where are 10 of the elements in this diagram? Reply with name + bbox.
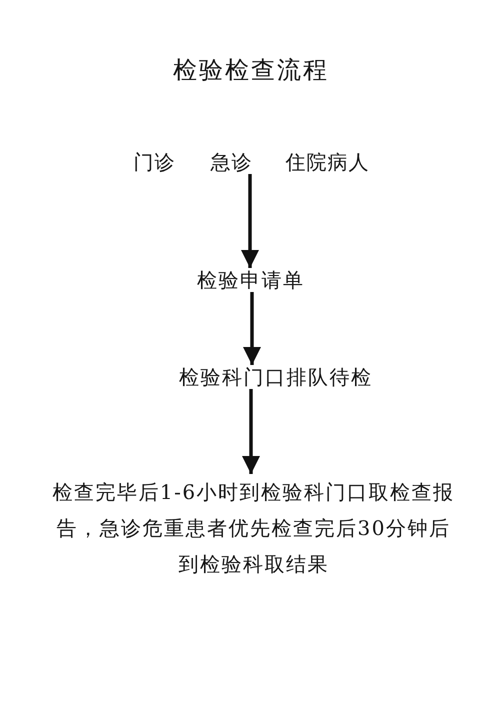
step-label: 检验申请单 (196, 268, 304, 292)
arrow (241, 174, 259, 268)
step-label: 住院病人 (284, 150, 370, 174)
step-label: 检验科门口排队待检 (178, 365, 372, 389)
diagram-title: 检验检查流程 (172, 56, 329, 85)
step-label: 检查完毕后1-6小时到检验科门口取检查报告，急诊危重患者优先检查完后30分钟后到检验科取结果 (45, 474, 460, 582)
arrow (242, 389, 260, 474)
arrow (243, 292, 261, 365)
step-label: 门诊 (132, 150, 176, 174)
step-label: 急诊 (210, 150, 252, 174)
